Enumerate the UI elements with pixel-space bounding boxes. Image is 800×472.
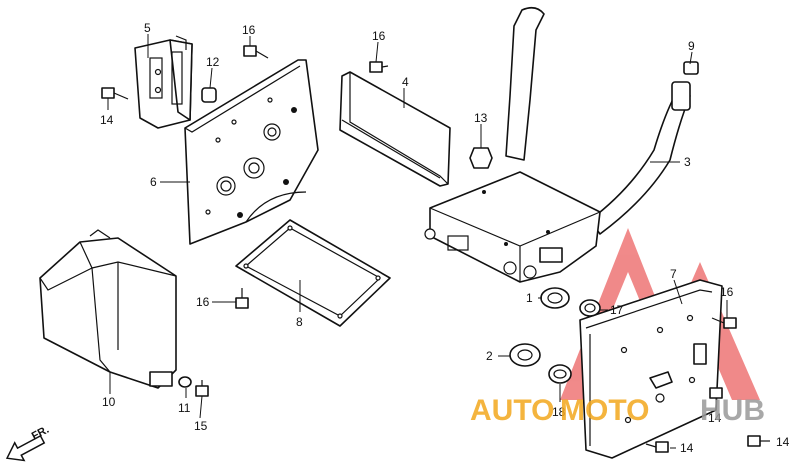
gasket-part-2 <box>509 343 541 367</box>
washer-part-11 <box>178 376 192 388</box>
watermark-hub: HUB <box>700 394 765 427</box>
bolt-part-15 <box>195 380 209 397</box>
callout-12: 12 <box>206 55 220 69</box>
callout-9: 9 <box>688 39 695 53</box>
strip-plate-part-4 <box>339 71 451 187</box>
bolt-part-16-left <box>235 288 249 309</box>
bolt-part-14-bottom <box>645 441 669 453</box>
bolt-part-14-left <box>101 87 129 100</box>
nut-part-12 <box>201 87 217 103</box>
callout-7: 7 <box>670 267 677 281</box>
muffler-part-3 <box>424 6 691 283</box>
ring-part-18 <box>548 364 572 384</box>
bracket-part-5 <box>134 35 193 129</box>
gasket-part-8 <box>235 219 391 327</box>
leader-lines <box>107 34 728 449</box>
bolt-part-16-mid <box>369 61 389 73</box>
callout-13: 13 <box>474 111 488 125</box>
bolt-part-14-right <box>747 435 770 447</box>
cover-part-10 <box>39 229 177 389</box>
callout-3: 3 <box>684 155 691 169</box>
callout-labels: 5 16 12 16 4 14 6 13 9 3 7 16 8 10 1 2 1… <box>100 21 790 455</box>
mounting-plate-part-6 <box>184 59 319 245</box>
ring-part-17 <box>579 299 601 317</box>
callout-14-left: 14 <box>100 113 114 127</box>
callout-6: 6 <box>150 175 157 189</box>
callout-15: 15 <box>194 419 208 433</box>
direction-label: FR. <box>30 424 51 443</box>
callout-14-mid: 14 <box>708 411 722 425</box>
bolt-part-9 <box>683 61 699 75</box>
callout-16-right: 16 <box>720 285 734 299</box>
watermark-text: AUTO MOTO HUB <box>470 394 765 427</box>
bolt-part-16-right <box>711 317 737 329</box>
watermark-auto: AUTO <box>470 394 554 427</box>
gasket-part-1 <box>540 287 570 309</box>
callout-1: 1 <box>526 291 533 305</box>
callout-16-left: 16 <box>196 295 210 309</box>
callout-16-mid: 16 <box>372 29 386 43</box>
callout-8: 8 <box>296 315 303 329</box>
bolt-part-16-top <box>243 45 269 59</box>
callout-4: 4 <box>402 75 409 89</box>
callout-18: 18 <box>552 405 566 419</box>
callout-5: 5 <box>144 21 151 35</box>
callout-14-bottom: 14 <box>680 441 694 455</box>
callout-11: 11 <box>178 401 191 415</box>
callout-16-top: 16 <box>242 23 256 37</box>
callout-2: 2 <box>486 349 493 363</box>
watermark-moto: MOTO <box>560 394 649 427</box>
callout-10: 10 <box>102 395 116 409</box>
arrow-left-down-icon <box>5 434 46 462</box>
nut-part-13 <box>469 147 493 169</box>
callout-17: 17 <box>610 303 624 317</box>
callout-14-right: 14 <box>776 435 790 449</box>
